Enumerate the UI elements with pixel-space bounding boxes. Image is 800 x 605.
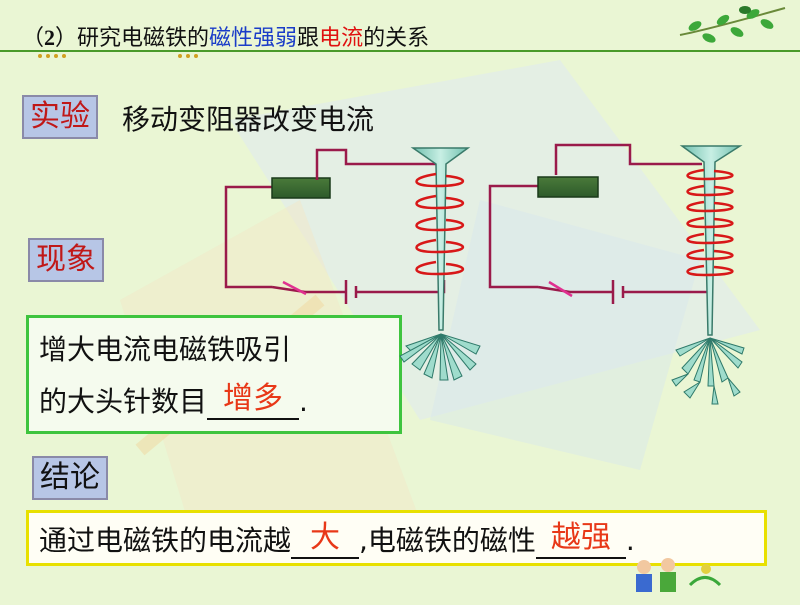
phenomenon-answer-blank: 增多 bbox=[207, 381, 300, 420]
circuit-left bbox=[224, 147, 481, 381]
phenomenon-line2: 的大头针数目 增多. bbox=[39, 380, 308, 420]
children-decoration bbox=[636, 558, 722, 592]
conclusion-answer2: 越强 bbox=[550, 520, 611, 555]
pins-left bbox=[399, 333, 481, 381]
title-prefix: （ bbox=[22, 26, 45, 51]
phenomenon-line2-prefix: 的大头针数目 bbox=[39, 385, 208, 418]
conclusion-part3: . bbox=[625, 524, 635, 557]
switch-right bbox=[537, 280, 573, 298]
rheostat-right bbox=[537, 176, 599, 198]
experiment-text: 移动变阻器改变电流 bbox=[122, 103, 375, 136]
title-mid: ）研究电磁铁的 bbox=[55, 26, 210, 51]
conclusion-part2: ,电磁铁的磁性 bbox=[359, 524, 536, 557]
title-link: 跟 bbox=[297, 26, 320, 51]
title-underline bbox=[0, 50, 800, 58]
experiment-label: 实验 bbox=[22, 95, 98, 139]
iron-core-left bbox=[410, 147, 471, 331]
coil-left bbox=[415, 172, 465, 276]
battery-right bbox=[611, 280, 625, 304]
phenomenon-answer: 增多 bbox=[223, 381, 284, 416]
phenomenon-line1: 增大电流电磁铁吸引 bbox=[39, 333, 292, 366]
slide-title: （2）研究电磁铁的磁性强弱跟电流的关系 bbox=[22, 20, 429, 52]
conclusion-label: 结论 bbox=[32, 456, 108, 500]
title-current: 电流 bbox=[319, 26, 364, 51]
iron-core-right bbox=[679, 145, 743, 336]
coil-right bbox=[686, 168, 734, 277]
branch-decoration bbox=[679, 6, 786, 43]
conclusion-answer2-blank: 越强 bbox=[535, 520, 626, 559]
rheostat-left bbox=[271, 177, 331, 199]
conclusion-answer1-blank: 大 bbox=[291, 520, 360, 559]
conclusion-part1: 通过电磁铁的电流越 bbox=[39, 524, 292, 557]
title-magnetism: 磁性强弱 bbox=[209, 26, 298, 51]
conclusion-answer1: 大 bbox=[310, 520, 341, 555]
title-number: 2 bbox=[44, 25, 56, 50]
circuit-right bbox=[488, 143, 745, 405]
switch-left bbox=[271, 280, 307, 296]
phenomenon-box: 增大电流电磁铁吸引 的大头针数目 增多. bbox=[26, 315, 402, 434]
pins-right bbox=[671, 337, 745, 405]
conclusion-box: 通过电磁铁的电流越 大 ,电磁铁的磁性 越强. bbox=[26, 510, 767, 566]
title-suffix: 的关系 bbox=[363, 26, 430, 51]
battery-left bbox=[344, 280, 358, 304]
phenomenon-line2-suffix: . bbox=[299, 385, 308, 418]
phenomenon-label: 现象 bbox=[28, 238, 104, 282]
conclusion-text: 通过电磁铁的电流越 大 ,电磁铁的磁性 越强. bbox=[39, 519, 635, 559]
